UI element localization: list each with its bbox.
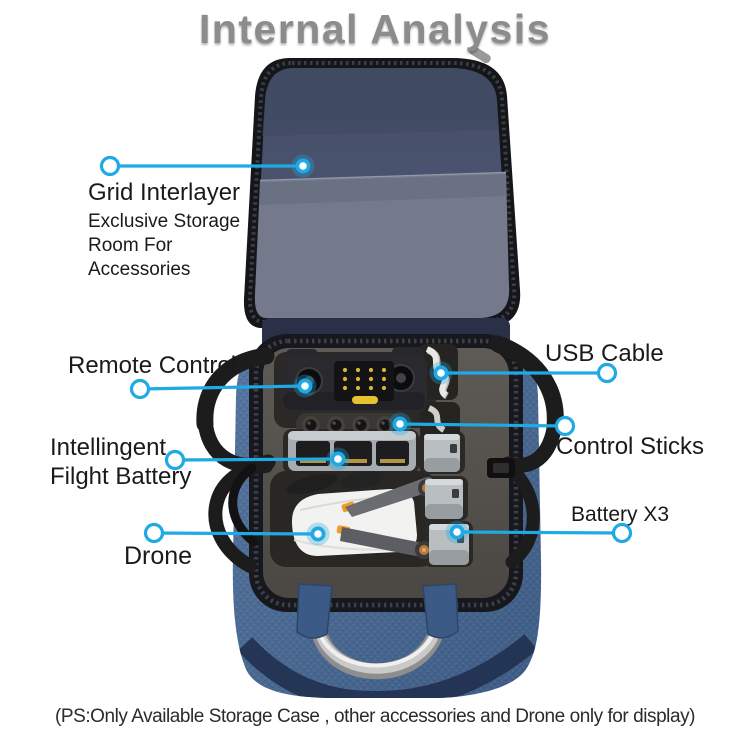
charging-hub	[288, 431, 416, 471]
callout-ring-grid	[99, 155, 121, 177]
callout-line-battery-x3	[445, 520, 633, 544]
foam-insert	[263, 344, 509, 598]
battery-2	[425, 479, 463, 519]
remote-control	[281, 347, 427, 412]
callout-line-remote	[129, 374, 317, 400]
battery-1	[424, 434, 460, 472]
callout-label-intelligent-flight-battery: Intellingent Filght Battery	[50, 433, 191, 491]
drone-prop-top	[345, 477, 434, 517]
callout-line-flight-battery	[164, 447, 350, 471]
remote-screen	[334, 361, 394, 401]
lid-zipper-pull	[468, 45, 491, 64]
callout-graphics	[99, 154, 633, 546]
drone-prop-bottom	[340, 527, 431, 558]
battery-stack	[424, 434, 469, 565]
strap-buckle	[487, 458, 515, 478]
page-title: Internal Analysis	[198, 6, 552, 52]
drone	[286, 471, 436, 559]
callout-dot-sticks	[388, 412, 412, 436]
handle-tab-left	[296, 583, 333, 639]
callout-label-usb-cable: USB Cable	[545, 340, 664, 367]
callout-ring-usb	[596, 362, 618, 384]
callout-label-remote-control: Remote Control	[68, 352, 237, 379]
callout-dot-usb	[429, 361, 453, 385]
callout-label-control-sticks: Control Sticks	[556, 433, 705, 460]
callout-dot-grid	[291, 154, 315, 178]
mesh-pocket-shade	[259, 173, 507, 205]
mesh-pocket	[254, 173, 510, 318]
callout-label-battery-x3: Battery X3	[571, 503, 670, 526]
grid-interlayer-title: Grid Interlayer	[88, 179, 241, 206]
callout-dot-remote	[293, 374, 317, 398]
bag-lid	[243, 45, 521, 328]
callout-ring-remote	[129, 378, 151, 400]
spare-cable	[427, 405, 446, 433]
callout-line-sticks	[388, 412, 576, 437]
callout-ring-drone	[143, 522, 165, 544]
callout-line-grid-interlayer	[99, 154, 315, 178]
callout-dot-drone	[306, 522, 330, 546]
footnote: (PS:Only Available Storage Case , other …	[55, 706, 695, 727]
grid-interlayer-desc-line1: Exclusive Storage	[88, 211, 241, 232]
callout-label-drone: Drone	[124, 542, 193, 570]
flight-battery-line2: Filght Battery	[50, 463, 192, 490]
rim-zipper-teeth	[253, 338, 519, 608]
callout-dot-flight-battery	[326, 447, 350, 471]
bag-bottom-rim	[237, 634, 538, 698]
callout-ring-flight-battery	[164, 449, 186, 471]
callout-line-usb	[429, 361, 618, 385]
grid-interlayer-desc-line3: Accessories	[88, 259, 191, 280]
flight-battery-line1: Intellingent	[50, 434, 167, 461]
control-sticks	[302, 416, 394, 434]
callout-line-drone	[143, 522, 330, 546]
callout-label-grid-interlayer: Grid Interlayer Exclusive Storage Room F…	[88, 179, 240, 282]
callout-dot-battery-x3	[445, 520, 469, 544]
handle-tab-right	[422, 583, 459, 639]
battery-3	[429, 524, 469, 565]
grid-interlayer-desc-line2: Room For	[88, 235, 173, 256]
callout-ring-sticks	[554, 415, 576, 437]
callout-ring-battery-x3	[611, 522, 633, 544]
lid-lining-fold	[262, 68, 499, 136]
